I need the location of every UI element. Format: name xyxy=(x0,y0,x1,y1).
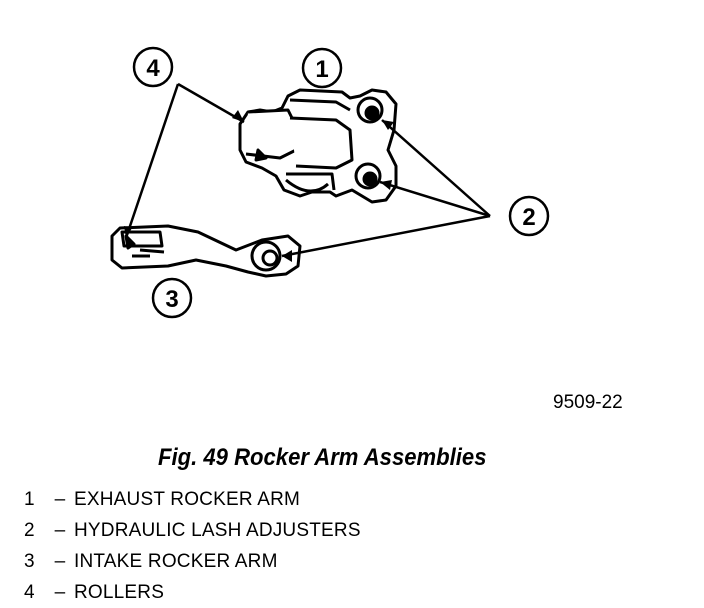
legend-label: EXHAUST ROCKER ARM xyxy=(74,489,301,510)
callout-3-label: 3 xyxy=(165,286,178,313)
legend-item: 2–HYDRAULIC LASH ADJUSTERS xyxy=(24,515,361,546)
legend-item: 4–ROLLERS xyxy=(24,577,361,608)
legend-number: 2 xyxy=(24,520,35,541)
intake-rocker-arm-drawing xyxy=(110,224,302,278)
callout-4: 4 xyxy=(132,46,174,88)
exhaust-rocker-arm-drawing xyxy=(238,88,398,204)
legend-label: HYDRAULIC LASH ADJUSTERS xyxy=(74,520,361,541)
legend-number: 1 xyxy=(24,489,35,510)
figure-code: 9509-22 xyxy=(553,392,623,413)
legend-item: 1–EXHAUST ROCKER ARM xyxy=(24,484,361,515)
legend-separator: – xyxy=(54,551,66,572)
legend-label: ROLLERS xyxy=(74,582,165,603)
legend-separator: – xyxy=(54,582,66,603)
callout-2-label: 2 xyxy=(522,204,535,231)
callout-4-label: 4 xyxy=(146,55,160,82)
legend-number: 3 xyxy=(24,551,35,572)
legend-separator: – xyxy=(54,520,66,541)
callout-1-label: 1 xyxy=(315,56,328,83)
legend-list: 1–EXHAUST ROCKER ARM 2–HYDRAULIC LASH AD… xyxy=(24,484,361,608)
legend-item: 3–INTAKE ROCKER ARM xyxy=(24,546,361,577)
legend-separator: – xyxy=(54,489,66,510)
figure-caption: Fig. 49 Rocker Arm Assemblies xyxy=(158,444,487,471)
legend-number: 4 xyxy=(24,582,35,603)
callout-1: 1 xyxy=(301,47,343,89)
legend-label: INTAKE ROCKER ARM xyxy=(74,551,278,572)
callout-3: 3 xyxy=(151,277,193,319)
leader-lines xyxy=(124,82,491,258)
arrow-heads xyxy=(124,110,394,262)
callout-2: 2 xyxy=(508,195,550,237)
